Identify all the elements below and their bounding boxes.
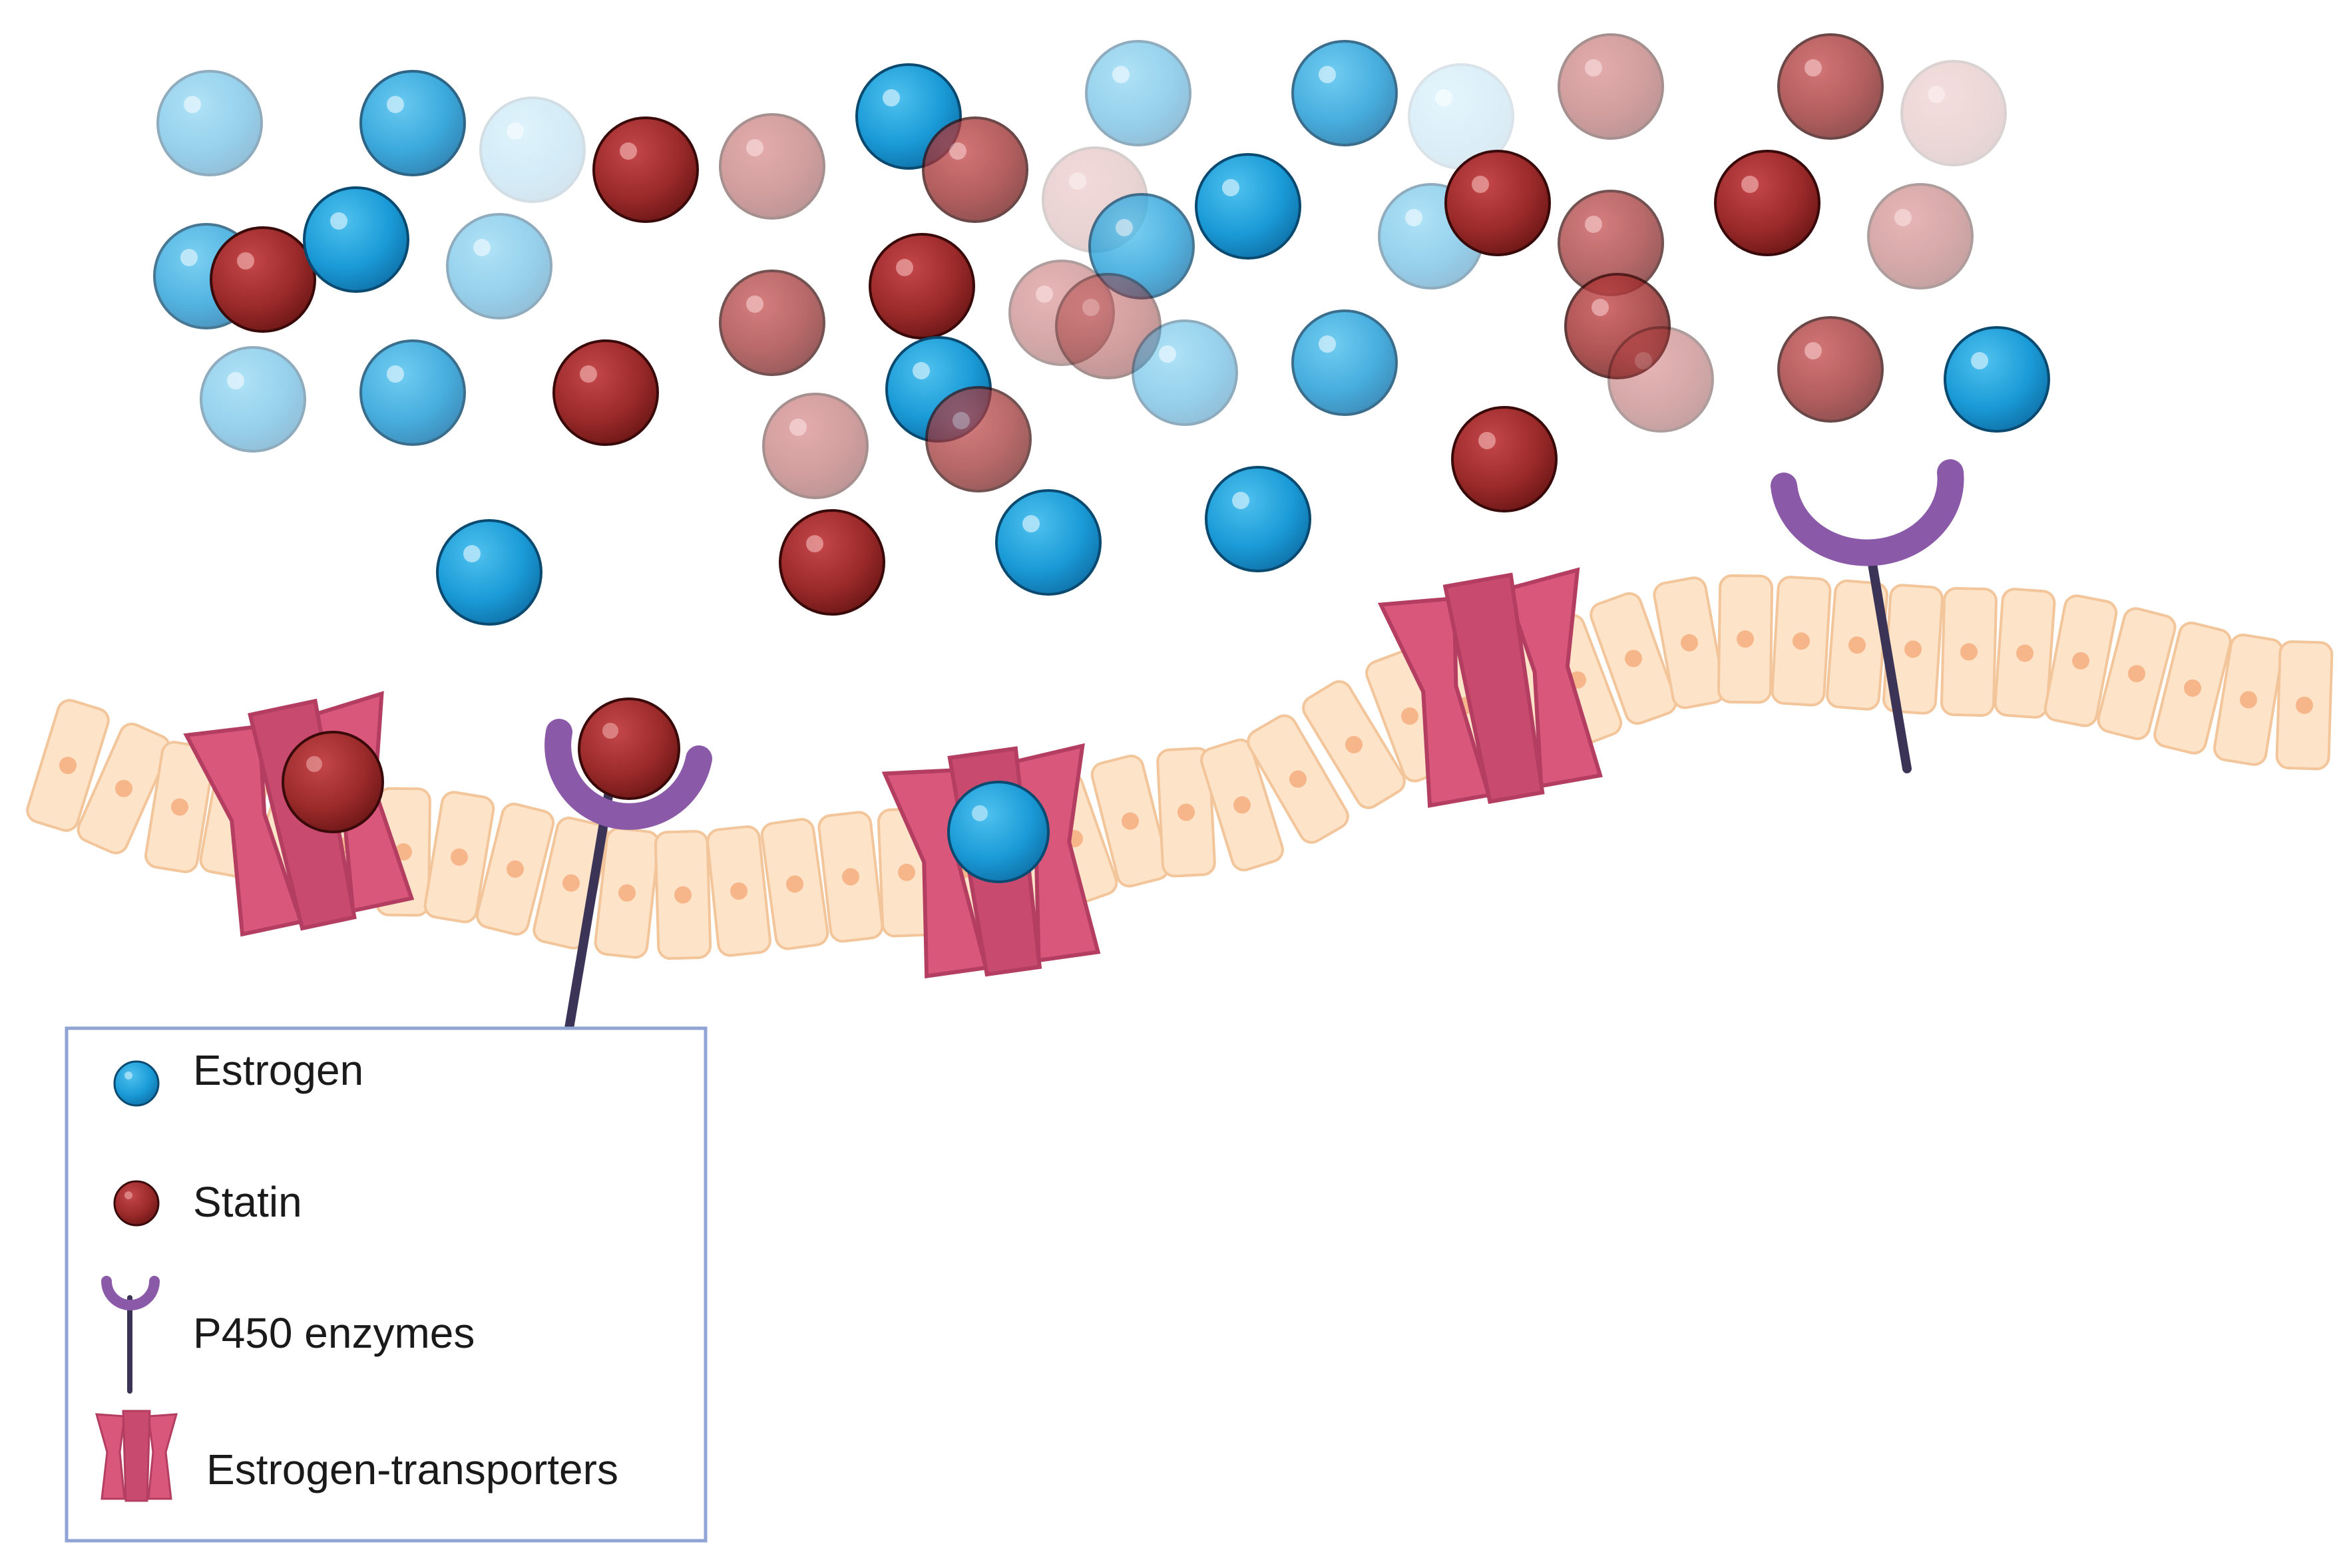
- p450-enzyme: [544, 719, 712, 1033]
- estrogen-molecule: [1085, 40, 1191, 146]
- p450-enzyme: [1771, 459, 1964, 773]
- estrogen-molecule: [479, 97, 586, 203]
- estrogen-molecule: [1408, 63, 1514, 170]
- estrogen-molecule: [436, 519, 542, 626]
- membrane-cell: [1994, 588, 2056, 719]
- membrane-cell: [1156, 747, 1216, 878]
- membrane-cell: [1826, 579, 1888, 711]
- statin-molecule: [1714, 150, 1820, 256]
- statin-molecule: [1558, 33, 1664, 140]
- estrogen-molecule: [995, 489, 1102, 596]
- membrane-cell: [1247, 714, 1349, 844]
- membrane-cell: [2275, 640, 2334, 771]
- statin-molecule: [282, 731, 384, 833]
- statin-molecule: [719, 270, 825, 376]
- estrogen-molecule: [1132, 319, 1238, 426]
- membrane-cell: [2043, 594, 2118, 727]
- membrane-cell: [423, 791, 495, 924]
- membrane-cell: [1717, 574, 1774, 704]
- statin-molecule: [210, 226, 316, 333]
- membrane-cell: [594, 827, 660, 959]
- p450-legend-icon: [101, 1276, 160, 1394]
- membrane-cell: [2213, 634, 2284, 766]
- estrogen-molecule: [359, 70, 466, 176]
- membrane-cell: [2097, 607, 2177, 740]
- membrane-cell: [1090, 754, 1170, 888]
- statin-molecule: [762, 393, 869, 499]
- membrane-cell: [1940, 586, 1998, 717]
- legend: Estrogen Statin P450 enzymes Estrogen-tr…: [65, 1026, 708, 1543]
- statin-molecule: [779, 509, 885, 616]
- molecule-cloud: [153, 33, 2050, 626]
- statin-molecule: [1451, 406, 1558, 512]
- membrane-cell: [817, 811, 884, 943]
- membrane-cell: [1590, 592, 1677, 725]
- legend-label-transporters: Estrogen-transporters: [206, 1446, 618, 1493]
- estrogen-molecule: [1195, 153, 1301, 260]
- estrogen-molecule: [1291, 309, 1398, 416]
- transporter-legend-icon: [95, 1410, 178, 1502]
- membrane-cell: [2153, 622, 2232, 755]
- statin-molecule: [1444, 150, 1551, 256]
- estrogen-molecule: [156, 70, 263, 176]
- membrane-cell: [1771, 576, 1832, 707]
- membrane-cell: [1302, 680, 1406, 809]
- statin-molecule: [925, 386, 1032, 492]
- estrogen-molecule: [947, 781, 1050, 883]
- statin-molecule: [1900, 60, 2007, 166]
- legend-label-estrogen: Estrogen: [193, 1046, 363, 1094]
- estrogen-legend-icon: [113, 1060, 160, 1107]
- statin-molecule: [1607, 326, 1714, 433]
- membrane-cell: [1200, 738, 1284, 872]
- membrane-cell: [760, 818, 829, 950]
- legend-label-p450: P450 enzymes: [193, 1309, 475, 1357]
- statin-molecule: [719, 113, 825, 220]
- membrane-cell: [475, 803, 555, 936]
- estrogen-molecule: [200, 346, 306, 453]
- legend-box: [65, 1026, 708, 1543]
- statin-molecule: [1867, 183, 1974, 290]
- membrane-cell: [26, 699, 110, 832]
- membrane-cell: [654, 830, 712, 960]
- statin-molecule: [1777, 316, 1884, 423]
- statin-molecule: [1055, 273, 1162, 379]
- statin-legend-icon: [113, 1180, 160, 1227]
- estrogen-molecule: [303, 186, 409, 293]
- estrogen-molecule: [359, 339, 466, 446]
- estrogen-molecule: [1944, 326, 2050, 433]
- estrogen-molecule: [1205, 466, 1311, 572]
- statin-molecule: [1558, 190, 1664, 296]
- estrogen-molecule: [1291, 40, 1398, 146]
- statin-molecule: [1777, 33, 1884, 140]
- statin-molecule: [922, 116, 1028, 223]
- statin-molecule: [592, 116, 699, 223]
- estrogen-molecule: [446, 213, 552, 319]
- membrane-cell: [1653, 576, 1726, 709]
- statin-molecule: [578, 697, 680, 800]
- statin-molecule: [869, 233, 975, 339]
- statin-molecule: [552, 339, 659, 446]
- membrane-cell: [706, 825, 771, 957]
- membrane-cell: [77, 722, 171, 855]
- legend-label-statin: Statin: [193, 1178, 302, 1226]
- estrogen-transporter: [1377, 567, 1603, 808]
